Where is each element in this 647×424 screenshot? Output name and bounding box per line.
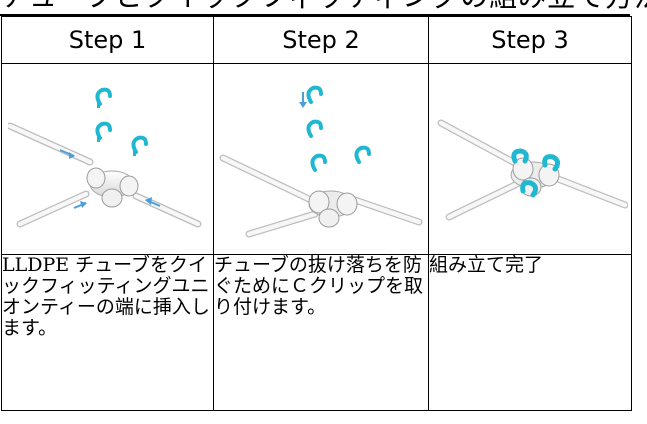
step-3-header: Step 3 <box>428 16 632 64</box>
step-3-description: 組み立て完了 <box>428 254 632 411</box>
clipped-heading: チューブとクイックフィッティングの組み立て方法 <box>0 0 647 16</box>
description-row: LLDPE チューブをクイックフィッティングユニオンティーの端に挿入します。 チ… <box>1 254 632 411</box>
step-2-image-cell <box>213 63 429 255</box>
step-2-header: Step 2 <box>213 16 429 64</box>
illustration-row <box>1 63 632 255</box>
step-1-image-cell <box>1 63 214 255</box>
heading-underline <box>0 14 630 16</box>
step-1-header: Step 1 <box>1 16 214 64</box>
heading-text: チューブとクイックフィッティングの組み立て方法 <box>0 0 647 13</box>
header-row: Step 1 Step 2 Step 3 <box>1 16 632 64</box>
step-1-description: LLDPE チューブをクイックフィッティングユニオンティーの端に挿入します。 <box>1 254 214 411</box>
step-2-description: チューブの抜け落ちを防ぐためにＣクリップを取り付けます。 <box>213 254 429 411</box>
assembly-steps-table: Step 1 Step 2 Step 3 <box>1 16 632 411</box>
step-3-image-cell <box>428 63 632 255</box>
tee-fitting-attach-clips-icon <box>219 85 422 237</box>
tee-fitting-insert-tubes-icon <box>7 87 201 228</box>
tee-fitting-assembled-icon <box>437 119 628 221</box>
